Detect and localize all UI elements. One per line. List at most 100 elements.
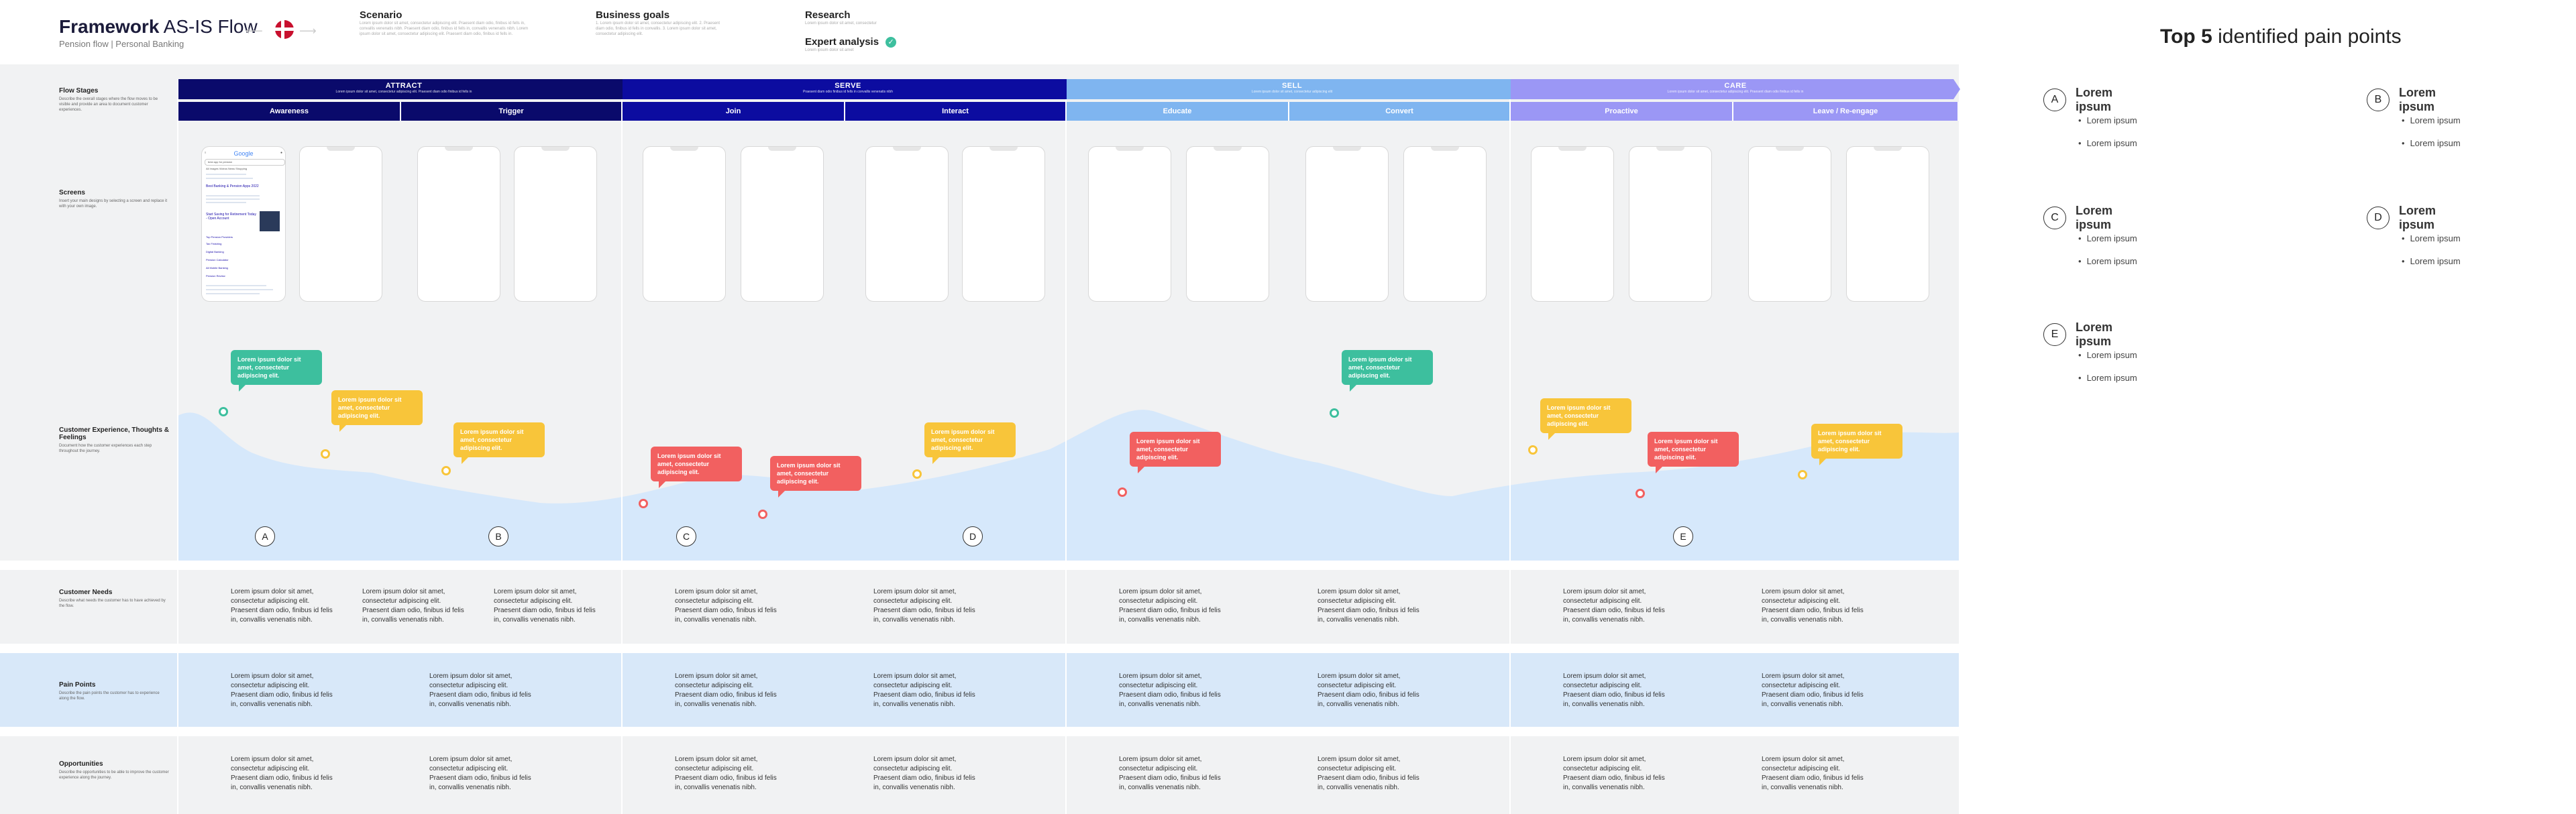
result-link[interactable]: Tax Finishing (206, 242, 222, 245)
pain-bullet: Lorem ipsum (2078, 115, 2212, 125)
arrow-left-icon: ⟵ (246, 24, 263, 38)
pain-marker-e[interactable]: E (1673, 526, 1693, 546)
screens-label: Screens Insert your main designs by sele… (59, 189, 168, 209)
pain-heading: Lorem ipsum (2399, 86, 2436, 113)
result-link[interactable]: Top Pension Providers (206, 235, 233, 239)
thought-bubble-positive[interactable]: Lorem ipsum dolor sit amet, consectetur … (1342, 350, 1433, 392)
thought-bubble-negative[interactable]: Lorem ipsum dolor sit amet, consectetur … (1648, 432, 1739, 473)
result-link[interactable]: Pension Review (206, 274, 225, 278)
research-heading: Research (805, 9, 851, 21)
google-search-screen[interactable]: ≡ Google ● best app for pension All Imag… (201, 146, 286, 302)
result-link[interactable]: Pension Calculator (206, 258, 229, 261)
pain-marker-a[interactable]: A (255, 526, 275, 546)
substage-awareness[interactable]: Awareness (178, 102, 401, 121)
screen-placeholder[interactable] (1748, 146, 1831, 302)
expert-analysis-text: Lorem ipsum dolor sit amet (805, 48, 854, 52)
pain-heading: Lorem ipsum (2076, 204, 2113, 231)
opportunity-cell: Lorem ipsum dolor sit amet, consectetur … (1762, 756, 1864, 791)
thought-bubble-neutral[interactable]: Lorem ipsum dolor sit amet, consectetur … (1540, 398, 1631, 440)
pain-points-band (0, 653, 1959, 727)
pain-marker-d[interactable]: D (963, 526, 983, 546)
screen-placeholder[interactable] (1531, 146, 1614, 302)
experience-point[interactable] (1118, 487, 1127, 497)
experience-point[interactable] (1635, 489, 1645, 498)
pain-heading: Lorem ipsum (2399, 204, 2436, 231)
pain-bullet: Lorem ipsum (2402, 256, 2536, 266)
experience-point[interactable] (1528, 445, 1538, 455)
scenario-block: Scenario Lorem ipsum dolor sit amet, con… (360, 9, 534, 37)
screen-placeholder[interactable] (1088, 146, 1171, 302)
thought-bubble-negative[interactable]: Lorem ipsum dolor sit amet, consectetur … (1130, 432, 1221, 473)
result-title[interactable]: Best Banking & Pension Apps 2022 (206, 184, 259, 188)
customer-need-cell: Lorem ipsum dolor sit amet, consectetur … (1563, 588, 1665, 624)
substage-educate[interactable]: Educate (1067, 102, 1289, 121)
experience-point[interactable] (219, 407, 228, 416)
flow-stages-label: Flow Stages Describe the overall stages … (59, 87, 158, 112)
screen-placeholder[interactable] (962, 146, 1045, 302)
result-link[interactable]: All Mobile Banking (206, 266, 228, 270)
experience-point[interactable] (912, 469, 922, 479)
pain-point-cell: Lorem ipsum dolor sit amet, consectetur … (429, 673, 531, 708)
screen-placeholder[interactable] (1186, 146, 1269, 302)
google-search-field[interactable]: best app for pension (205, 159, 285, 166)
pain-point-cell: Lorem ipsum dolor sit amet, consectetur … (1318, 673, 1419, 708)
thought-bubble-negative[interactable]: Lorem ipsum dolor sit amet, consectetur … (651, 447, 742, 488)
arrow-right-icon: ⟶ (299, 24, 317, 38)
thought-bubble-positive[interactable]: Lorem ipsum dolor sit amet, consectetur … (231, 350, 322, 392)
experience-point[interactable] (441, 466, 451, 475)
result-thumbnail (260, 211, 280, 231)
pain-marker-b[interactable]: B (488, 526, 508, 546)
opportunities-label: Opportunities Describe the opportunities… (59, 760, 169, 780)
screen-placeholder[interactable] (643, 146, 726, 302)
experience-point[interactable] (1798, 470, 1807, 479)
screen-placeholder[interactable] (741, 146, 824, 302)
thought-bubble-neutral[interactable]: Lorem ipsum dolor sit amet, consectetur … (924, 422, 1016, 464)
pain-bullet: Lorem ipsum (2078, 138, 2212, 148)
screen-placeholder[interactable] (1403, 146, 1487, 302)
customer-need-cell: Lorem ipsum dolor sit amet, consectetur … (1119, 588, 1221, 624)
row-separator (0, 727, 1959, 736)
thought-bubble-negative[interactable]: Lorem ipsum dolor sit amet, consectetur … (770, 456, 861, 498)
pain-bullet: Lorem ipsum (2078, 350, 2212, 360)
substage-interact[interactable]: Interact (845, 102, 1067, 121)
experience-point[interactable] (639, 499, 648, 508)
substage-convert[interactable]: Convert (1289, 102, 1511, 121)
customer-need-cell: Lorem ipsum dolor sit amet, consectetur … (362, 588, 464, 624)
pain-letter-c: C (2043, 207, 2066, 229)
result-title[interactable]: Start Saving for Retirement Today - Open… (206, 213, 256, 221)
screen-placeholder[interactable] (1846, 146, 1929, 302)
screen-placeholder[interactable] (1305, 146, 1389, 302)
substage-proactive[interactable]: Proactive (1511, 102, 1733, 121)
column-divider (1065, 79, 1067, 814)
pain-bullet: Lorem ipsum (2078, 373, 2212, 383)
thought-bubble-neutral[interactable]: Lorem ipsum dolor sit amet, consectetur … (453, 422, 545, 464)
opportunity-cell: Lorem ipsum dolor sit amet, consectetur … (1119, 756, 1221, 791)
experience-label: Customer Experience, Thoughts & Feelings… (59, 426, 169, 453)
substage-leave-reengage[interactable]: Leave / Re-engage (1733, 102, 1959, 121)
screen-placeholder[interactable] (514, 146, 597, 302)
check-icon: ✓ (885, 36, 897, 48)
customer-need-cell: Lorem ipsum dolor sit amet, consectetur … (494, 588, 596, 624)
screen-placeholder[interactable] (417, 146, 500, 302)
substage-trigger[interactable]: Trigger (401, 102, 623, 121)
experience-point[interactable] (321, 449, 330, 459)
screen-placeholder[interactable] (1629, 146, 1712, 302)
opportunity-cell: Lorem ipsum dolor sit amet, consectetur … (1563, 756, 1665, 791)
google-tabs[interactable]: All Images Videos News Shopping (206, 167, 248, 170)
substage-join[interactable]: Join (623, 102, 845, 121)
denmark-flag-icon (275, 20, 294, 39)
board-title: Framework AS-IS Flow (59, 16, 258, 37)
screen-placeholder[interactable] (299, 146, 382, 302)
pain-marker-c[interactable]: C (676, 526, 696, 546)
result-link[interactable]: Digital Banking (206, 250, 224, 253)
experience-point[interactable] (758, 510, 767, 519)
thought-bubble-neutral[interactable]: Lorem ipsum dolor sit amet, consectetur … (1811, 424, 1902, 465)
thought-bubble-neutral[interactable]: Lorem ipsum dolor sit amet, consectetur … (331, 390, 423, 432)
pain-bullet: Lorem ipsum (2078, 233, 2212, 243)
screen-placeholder[interactable] (865, 146, 949, 302)
experience-point[interactable] (1330, 408, 1339, 418)
